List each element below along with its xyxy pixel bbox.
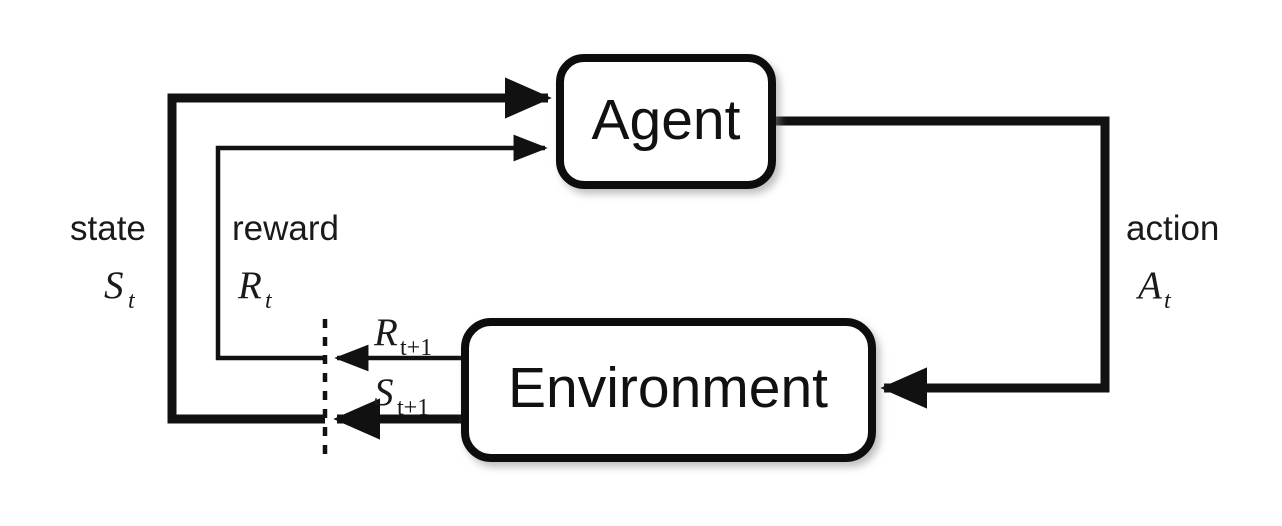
action-subscript: t — [1164, 288, 1172, 314]
next-state-subscript: t+1 — [397, 395, 429, 421]
action-symbol: A — [1135, 264, 1162, 307]
agent-label: Agent — [592, 88, 741, 152]
reward-word: reward — [232, 209, 339, 248]
edge-action-to-environment — [772, 116, 1110, 409]
environment-box[interactable] — [461, 318, 876, 462]
edge-reward-to-agent — [215, 134, 548, 361]
state-subscript: t — [128, 288, 136, 314]
agent-box[interactable] — [556, 54, 776, 189]
label-state: state S t — [70, 209, 146, 314]
label-next-reward: R t+1 — [373, 311, 432, 361]
next-reward-symbol: R — [373, 311, 398, 354]
action-word: action — [1126, 209, 1219, 248]
label-reward: reward R t — [232, 209, 339, 314]
reward-subscript: t — [265, 288, 273, 314]
node-environment[interactable]: Environment — [461, 318, 876, 462]
next-state-symbol: S — [374, 371, 394, 414]
label-action: action A t — [1126, 209, 1219, 314]
environment-label: Environment — [508, 356, 828, 420]
reward-symbol: R — [237, 264, 262, 307]
state-symbol: S — [104, 264, 124, 307]
edge-state-to-agent — [167, 77, 552, 424]
next-reward-subscript: t+1 — [400, 335, 432, 361]
state-word: state — [70, 209, 146, 248]
label-next-state: S t+1 — [374, 371, 429, 421]
node-agent[interactable]: Agent — [556, 54, 776, 189]
